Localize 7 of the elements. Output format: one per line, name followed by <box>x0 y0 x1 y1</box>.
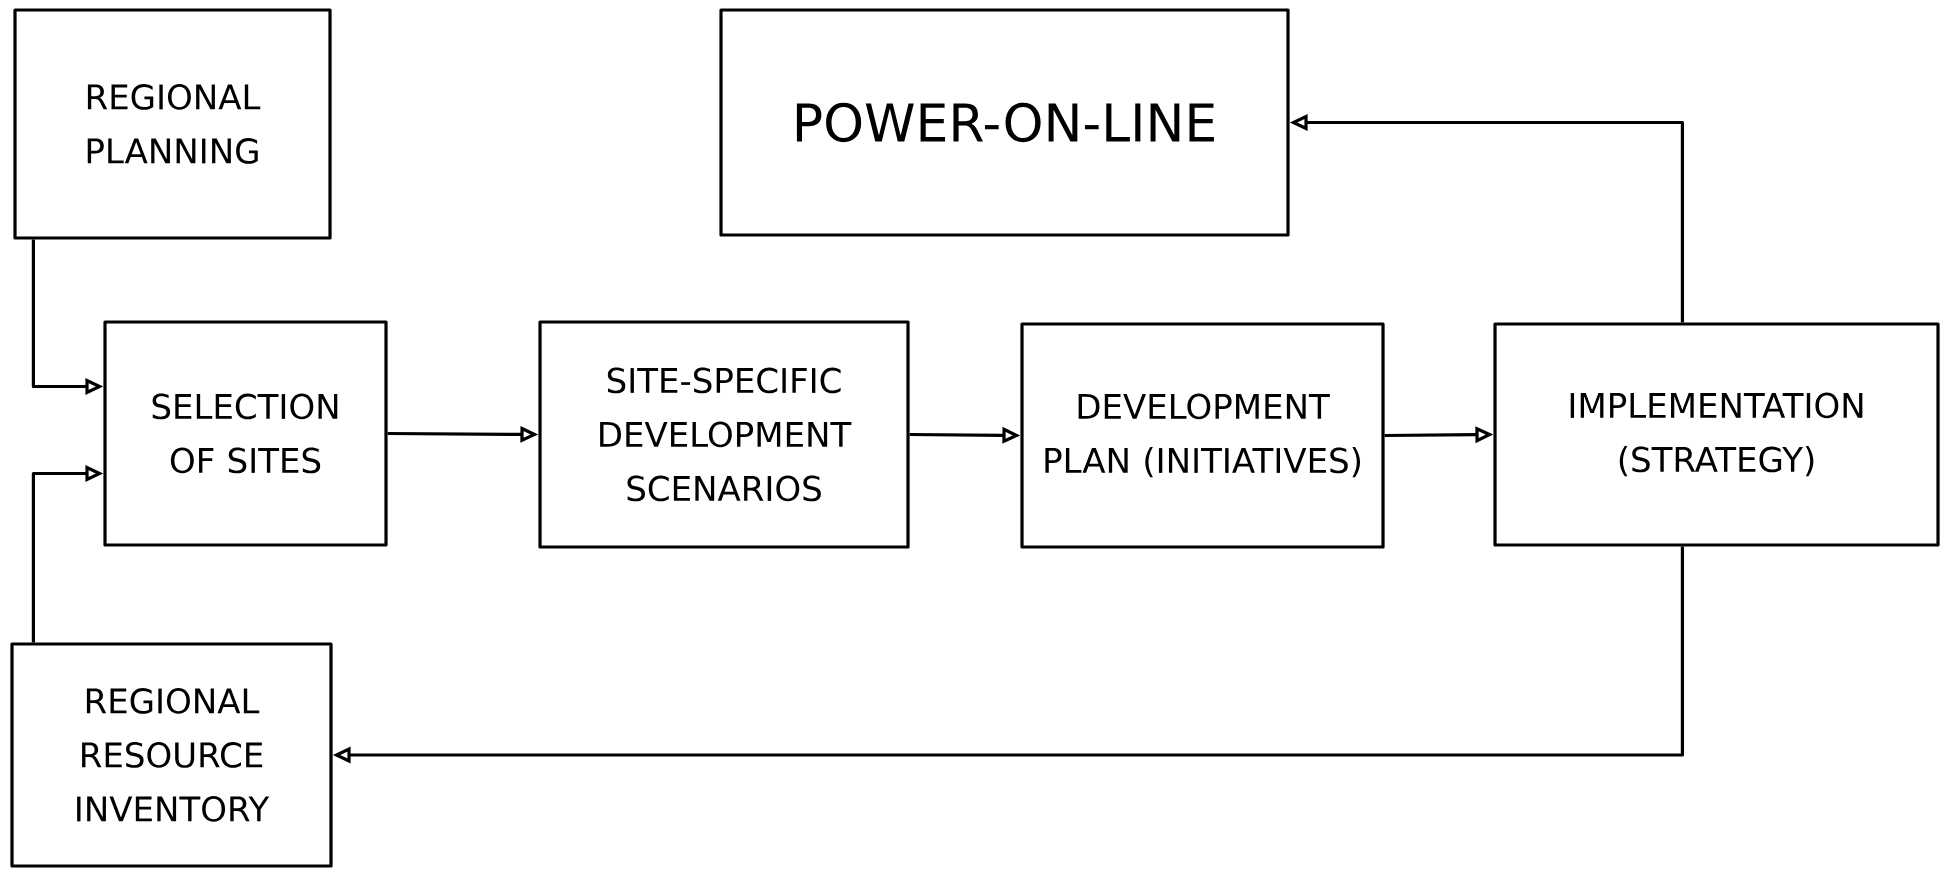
process-box: SELECTION OF SITES <box>103 320 388 547</box>
process-box: REGIONAL PLANNING <box>13 8 332 240</box>
process-box: REGIONAL RESOURCE INVENTORY <box>10 642 333 868</box>
process-box: IMPLEMENTATION (STRATEGY) <box>1493 322 1940 547</box>
process-box: POWER-ON-LINE <box>719 8 1290 237</box>
process-box: DEVELOPMENT PLAN (INITIATIVES) <box>1020 322 1385 549</box>
process-box: SITE-SPECIFIC DEVELOPMENT SCENARIOS <box>538 320 910 549</box>
